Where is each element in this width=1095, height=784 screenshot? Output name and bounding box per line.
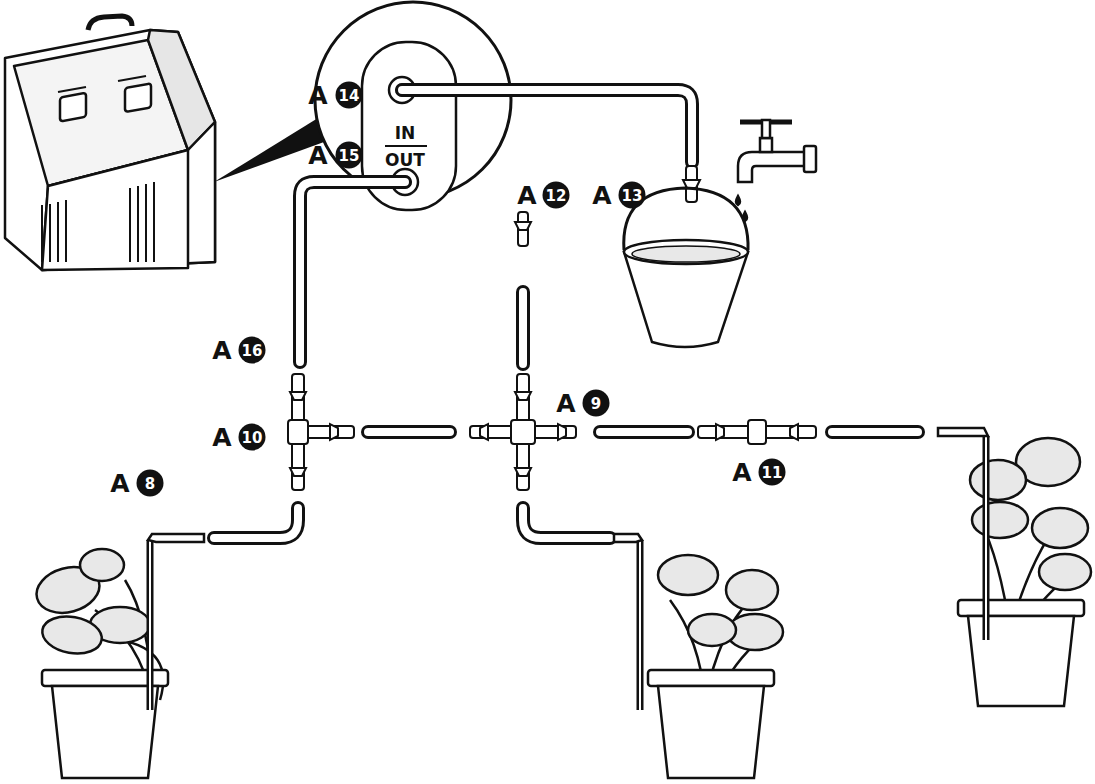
callout-number: 9 [583, 390, 610, 417]
tap-and-bucket [624, 120, 816, 347]
callout-number: 16 [239, 337, 266, 364]
potted-plants [31, 428, 1091, 778]
callout-letter: A [592, 181, 611, 210]
callout-number: 15 [336, 142, 363, 169]
pump-device [5, 16, 215, 270]
tubing [214, 90, 918, 538]
callout-letter: A [212, 423, 231, 452]
callout-letter: A [110, 469, 129, 498]
port-label: IN [395, 123, 416, 143]
callout-letter: A [556, 389, 575, 418]
callout-letter: A [212, 336, 231, 365]
callout-number: 13 [619, 182, 646, 209]
callout-number: 10 [239, 424, 266, 451]
callout-letter: A [308, 141, 327, 170]
callout-wedge [214, 118, 324, 182]
port-label: OUT [385, 150, 425, 170]
callout-number: 11 [759, 459, 786, 486]
callout-number: 12 [543, 182, 570, 209]
callout-letter: A [732, 458, 751, 487]
callout-number: 14 [336, 82, 363, 109]
callout-letter: A [308, 81, 327, 110]
callout-number: 8 [137, 470, 164, 497]
callout-letter: A [517, 181, 536, 210]
fittings [288, 166, 816, 490]
